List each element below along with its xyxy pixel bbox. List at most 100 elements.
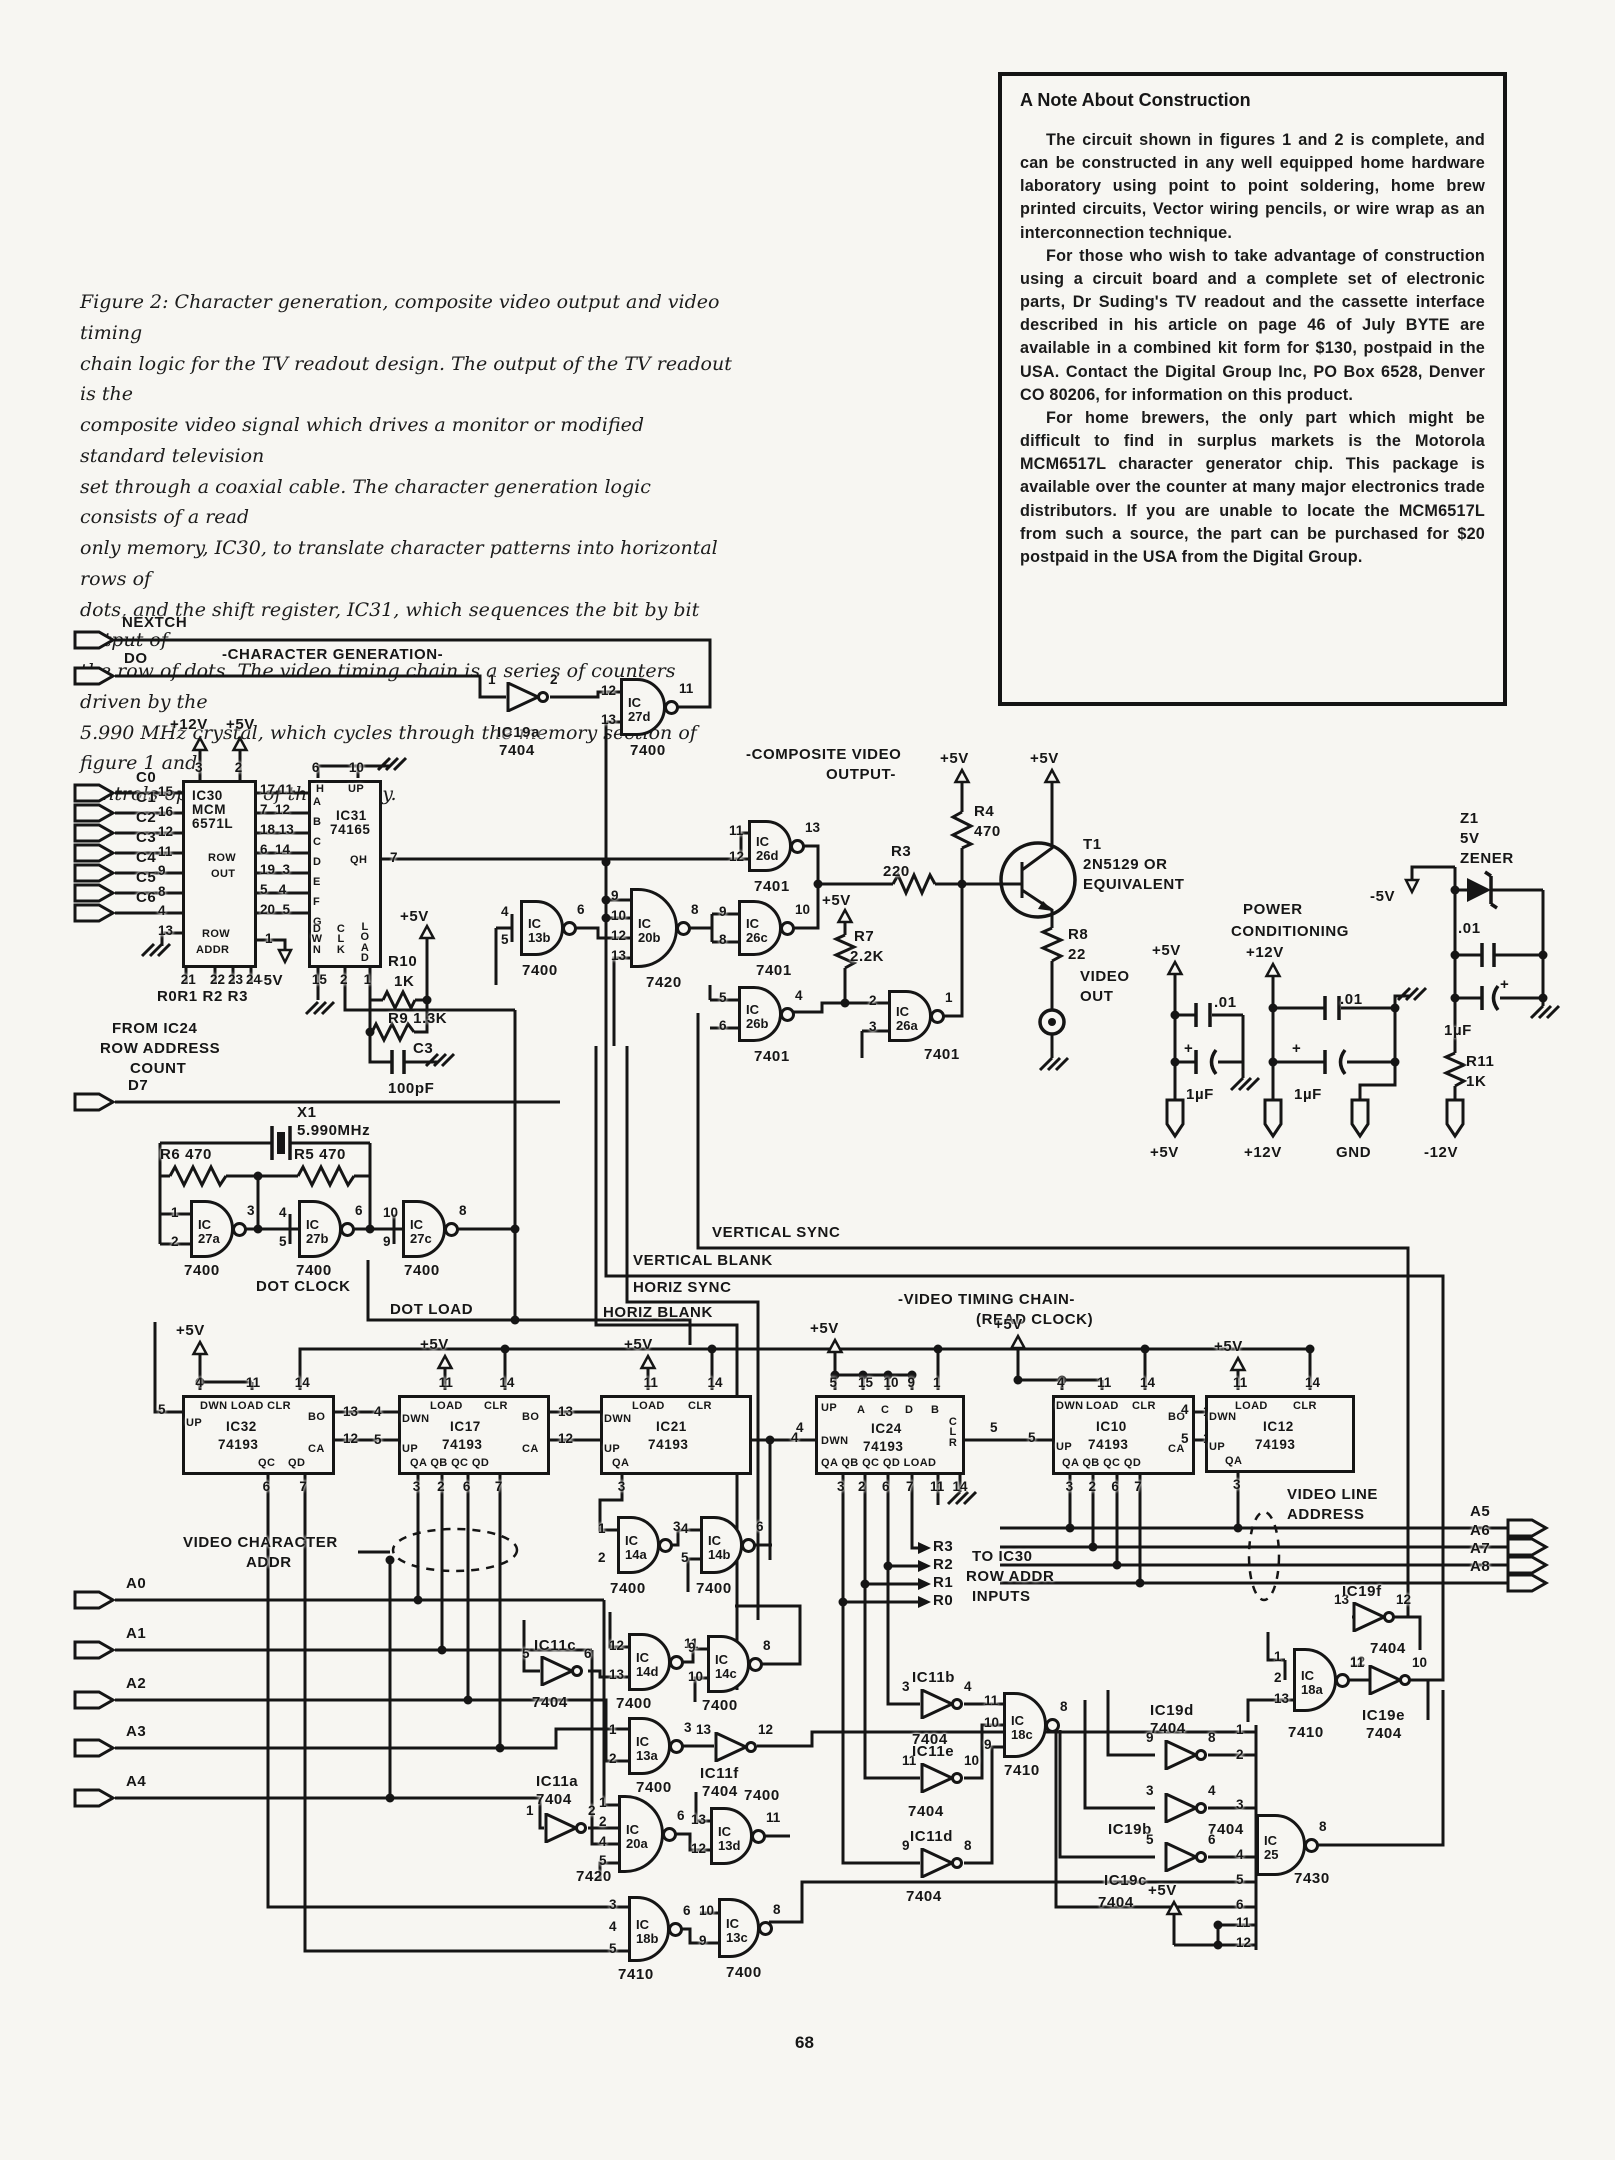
chip-ic11d: 7404 [906, 1888, 942, 1905]
pin-ic26b-in: 6 [719, 1018, 727, 1033]
pin-ic17-left: 4 [374, 1403, 382, 1419]
label-c3a: C3 [413, 1040, 434, 1057]
box-inner-label: IC17 [450, 1419, 481, 1434]
pin-ic25-in: 12 [1236, 1935, 1252, 1950]
pin-ic25-out: 8 [1319, 1819, 1327, 1834]
port-c3: C3 [136, 829, 157, 846]
pin-ic26d-in: 11 [729, 823, 744, 838]
pin-ic24-bottom: 7 [906, 1479, 914, 1494]
pin-ic27d-in: 13 [601, 711, 617, 727]
pin-ic30-top: 3 [195, 760, 203, 775]
label-rr: R0R1 R2 R3 [157, 988, 249, 1005]
name-ic11d: IC11d [910, 1828, 954, 1845]
label-c1a: 1µF [1186, 1086, 1214, 1103]
box-inner-label: UP [821, 1402, 838, 1414]
box-inner-label: LOAD [360, 921, 370, 965]
figure-caption: Figure 2: Character generation, composit… [80, 287, 732, 810]
label-n5b: -5V [1370, 888, 1396, 905]
gate-bubble [758, 1921, 773, 1936]
box-inner-label: CLR [1132, 1400, 1156, 1412]
label-r7a: R7 [854, 928, 875, 945]
pin-ic19a-out: 2 [550, 672, 558, 687]
chip-ic11f: 7404 [702, 1783, 738, 1800]
pin-ic31-right: 7 [390, 849, 398, 865]
chip-ic18a: 7410 [1288, 1724, 1324, 1741]
pin-ic20b-in: 13 [611, 948, 627, 963]
label-vo1: VIDEO [1080, 968, 1130, 985]
gate-bubble [664, 700, 679, 715]
pin-ic26a-in: 2 [869, 993, 877, 1008]
pin-ic10-bottom: 6 [1111, 1479, 1119, 1494]
pin-ic26c-in: 8 [719, 932, 727, 947]
chip-ic14a: 7400 [610, 1580, 646, 1597]
pin-ic32-bottom: 7 [299, 1479, 307, 1494]
gate-bubble [1045, 1718, 1060, 1733]
box-inner-label: QA [1225, 1455, 1243, 1467]
port-a7: A7 [1470, 1540, 1491, 1557]
pin-ic24-top: 9 [907, 1375, 916, 1390]
chip-ic19e: 7404 [1366, 1725, 1402, 1742]
port-a8: A8 [1470, 1558, 1491, 1575]
label-r11a: R11 [1466, 1053, 1495, 1070]
pin-ic25-in: 1 [1236, 1722, 1244, 1737]
box-inner-label: DWN [821, 1435, 849, 1447]
label-vb: VERTICAL BLANK [633, 1252, 773, 1269]
chip-ic27b: 7400 [296, 1262, 332, 1279]
box-inner-label: 74193 [863, 1439, 904, 1454]
pin-ic26d-out: 13 [805, 820, 821, 835]
pin-ic12-left: 4 [1181, 1401, 1189, 1417]
label-r10a: R10 [388, 953, 418, 970]
pin-ic19d-out: 8 [1208, 1730, 1216, 1745]
pin-ic13c-in: 10 [699, 1903, 715, 1918]
pin-ic11f-in: 13 [696, 1722, 712, 1737]
chip-ic19f: 7404 [1370, 1640, 1406, 1657]
inverter-ic19e [1368, 1663, 1414, 1700]
pin-ic21-top: 14 [707, 1375, 723, 1390]
pin-ic31-top: 10 [348, 760, 364, 775]
label-r8a: R8 [1068, 926, 1089, 943]
chip-ic14d: 7400 [616, 1695, 652, 1712]
pin-ic20b-in: 12 [611, 928, 627, 943]
port-a1: A1 [126, 1625, 147, 1642]
label-r5: R5 470 [294, 1146, 346, 1163]
pin-ic26a-in: 3 [869, 1019, 877, 1034]
chip-ic26d: 7401 [754, 878, 790, 895]
box-inner-label: C [313, 836, 322, 848]
name-ic11b: IC11b [912, 1669, 956, 1686]
box-inner-label: B [313, 816, 322, 828]
label-n5a: -5V [258, 972, 284, 989]
chip-ic11a: 7404 [536, 1791, 572, 1808]
port-t12: +12V [1244, 1144, 1282, 1161]
inverter-ic11f [714, 1730, 760, 1767]
label-plc: + [1500, 976, 1510, 993]
note-body: The circuit shown in figures 1 and 2 is … [1020, 129, 1485, 569]
pin-ic26a-out: 1 [945, 990, 953, 1005]
note-paragraph: For those who wish to take advantage of … [1020, 246, 1485, 404]
pin-ic13a-out: 3 [684, 1720, 692, 1735]
chip-ic27c: 7400 [404, 1262, 440, 1279]
pin-ic12-bottom: 3 [1233, 1477, 1241, 1492]
box-inner-label: IC31 [336, 808, 367, 823]
pin-ic24-bottom: 11 [930, 1479, 945, 1494]
construction-note-box: A Note About Construction The circuit sh… [998, 72, 1507, 706]
pin-ic20a-in: 1 [599, 1794, 607, 1810]
label-c01c: .01 [1458, 920, 1481, 937]
pin-ic21-top: 11 [643, 1375, 658, 1390]
power-label-pt1: +5V [1030, 750, 1059, 767]
pin-ic32-top: 11 [245, 1375, 261, 1390]
ic-box-ic31 [308, 780, 382, 968]
caption-line: chain logic for the TV readout design. T… [80, 352, 732, 406]
box-inner-label: BO [1168, 1411, 1186, 1423]
pin-ic11b-in: 3 [902, 1679, 910, 1694]
label-t1c: EQUIVALENT [1083, 876, 1185, 893]
chip-ic13a: 7400 [636, 1779, 672, 1796]
chip-ic25: 7430 [1294, 1870, 1330, 1887]
pin-ic17-top: 14 [499, 1375, 515, 1390]
pin-ic30-left: 9 [158, 863, 166, 879]
inverter-ic11d [920, 1846, 966, 1883]
box-inner-label: 74193 [218, 1437, 259, 1452]
gate-bubble [930, 1009, 945, 1024]
